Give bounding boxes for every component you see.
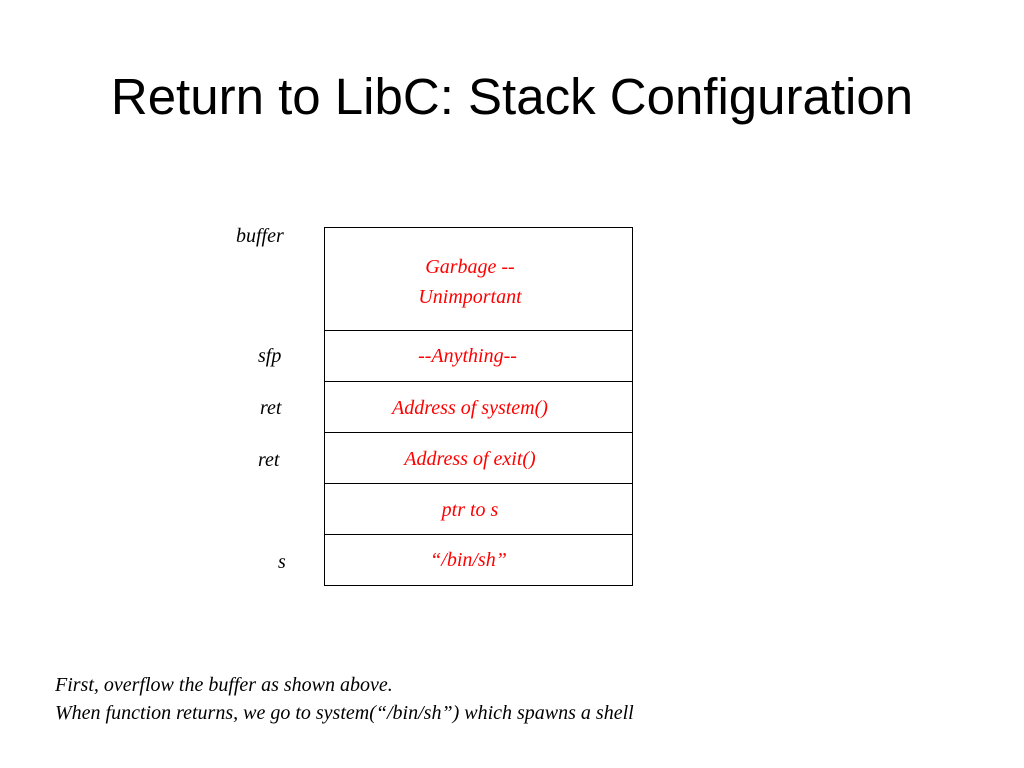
cell-text-garbage: Garbage -- [425,256,515,278]
label-buffer: buffer [236,225,284,247]
stack-box: Garbage -- Unimportant --Anything-- Addr… [324,227,633,586]
caption-line-2: When function returns, we go to system(“… [55,702,634,724]
cell-text-binsh: “/bin/sh” [430,549,507,571]
cell-text-ptr-to-s: ptr to s [441,499,499,521]
stack-cell-ptr: ptr to s [325,483,632,534]
stack-cell-binsh: “/bin/sh” [325,534,632,585]
label-s: s [278,551,286,573]
label-ret-exit: ret [258,449,280,471]
cell-text-address-system: Address of system() [392,397,548,419]
caption: First, overflow the buffer as shown abov… [55,671,634,727]
stack-cell-buffer: Garbage -- Unimportant [325,228,632,330]
cell-text-address-exit: Address of exit() [404,448,536,470]
cell-text-unimportant: Unimportant [418,286,522,308]
caption-line-1: First, overflow the buffer as shown abov… [55,674,393,696]
stack-cell-sfp: --Anything-- [325,330,632,381]
label-sfp: sfp [258,345,282,367]
label-ret-system: ret [260,397,282,419]
cell-text-anything: --Anything-- [418,345,517,367]
stack-cell-ret-system: Address of system() [325,381,632,432]
stack-cell-ret-exit: Address of exit() [325,432,632,483]
slide-title: Return to LibC: Stack Configuration [110,68,914,125]
